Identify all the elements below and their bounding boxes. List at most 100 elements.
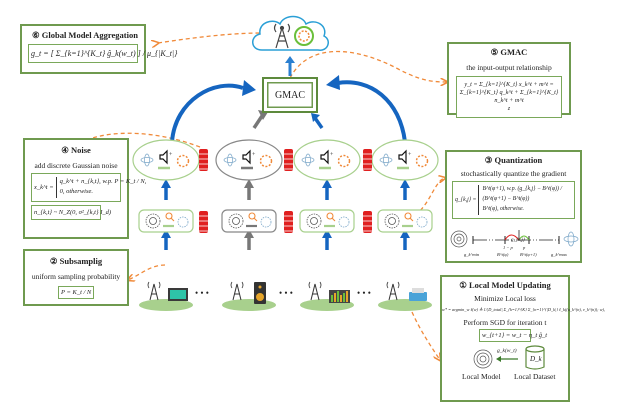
local-model-icon <box>473 349 493 369</box>
quantization-box <box>299 209 355 233</box>
speaker-icon <box>398 149 407 165</box>
ellipsis-1: • • • <box>195 288 209 298</box>
ground-platform <box>378 299 432 311</box>
local-loss-formula: w* = argmin_w ℓ(w) ≜ 1/|D_total| Σ_{k=1}… <box>442 307 606 312</box>
atom-icon <box>416 216 428 228</box>
gmac-formula: y_t = Σ_{k=1}^{K_t} x_k^t + m^t = Σ_{k=1… <box>456 76 562 119</box>
quantization-number-line <box>450 229 579 247</box>
dashed-link-noise <box>77 132 201 148</box>
hexagon-dots-icon <box>259 154 273 168</box>
axis-label-b-phi: B^t(φ) <box>497 252 509 257</box>
ellipsis-2: • • • <box>279 288 293 298</box>
quantization-formula: q_{k,j} = B^t(φ+1), w.p. (g_{k,j} − B^t(… <box>452 181 575 219</box>
noise-subtitle: add discrete Gaussian noise <box>34 161 118 170</box>
speaker-icon <box>320 149 329 165</box>
sgd-label: Perform SGD for iteration t <box>463 318 547 327</box>
quant-prob-right: p <box>523 245 526 250</box>
gmac-server: GMAC <box>262 77 318 113</box>
atom-icon <box>223 157 237 163</box>
noise-distribution: n_{k,t} ~ N_Z(0, σ²_{k,t} I_d) <box>31 204 111 220</box>
gmac-box-title: ⑤ GMAC <box>490 47 528 57</box>
dashed-link-subsampling <box>128 264 166 280</box>
gmac-label: GMAC <box>274 89 305 101</box>
quant-point-label: g_{k,j} <box>511 238 525 243</box>
local-update-title: ① Local Model Updating <box>459 280 551 290</box>
axis-label-gmax: g_k^max <box>551 252 567 257</box>
hexagon-dots-icon <box>415 154 429 168</box>
neural-net-icon <box>384 213 400 229</box>
noise-title: ④ Noise <box>61 145 91 155</box>
noise-formula: x_k^t = q_k^t + n_{k,t}, w.p. P = K_t / … <box>31 173 146 202</box>
dataset-symbol: D_k <box>530 355 542 363</box>
atom-icon <box>338 216 350 228</box>
global-aggregation-formula: g_t = [ Σ_{k=1}^{K_t} ĝ_k(w_t) ] / μ_{|K… <box>28 44 177 63</box>
vertical-arrows <box>161 179 410 250</box>
box-noise: ④ Noise add discrete Gaussian noise x_k^… <box>23 138 146 239</box>
gray-arrow-to-gmac <box>252 115 264 129</box>
svg-text:+: + <box>252 152 256 158</box>
base-station-icon <box>149 283 159 301</box>
base-station-icon <box>273 23 291 49</box>
firewall-icon <box>363 211 372 233</box>
firewall-icon <box>363 149 372 171</box>
svg-text:+: + <box>408 152 412 158</box>
local-update-subtitle: Minimize Local loss <box>474 294 536 303</box>
neural-net-icon <box>228 213 244 229</box>
local-model-section: g_k(w_t) D_k Local Model Local Dataset <box>442 344 568 384</box>
axis-label-b-phi-plus: B^t(φ+1) <box>520 252 537 257</box>
quantization-box <box>377 209 433 233</box>
magnifier-icon <box>165 212 173 220</box>
box-global-aggregation: ⑥ Global Model Aggregation g_t = [ Σ_{k=… <box>20 24 177 74</box>
neural-net-icon <box>450 230 468 247</box>
magnifier-icon <box>326 212 334 220</box>
aggregation-cycle-icon <box>294 26 314 46</box>
curve-arrow-right <box>337 80 407 143</box>
box-local-update: ① Local Model Updating Minimize Local lo… <box>440 275 606 402</box>
local-model-label: Local Model <box>462 372 501 381</box>
dashed-link-gmac <box>289 50 447 83</box>
cloud-icon <box>252 15 329 51</box>
ellipsis-3: • • • <box>357 288 371 298</box>
curve-arrow-left-head <box>242 80 256 96</box>
dashed-link-quantization <box>414 178 445 216</box>
firewall-icon <box>199 149 208 171</box>
gmac-box-subtitle: the input-output relationship <box>466 63 552 72</box>
hexagon-dots-icon <box>337 154 351 168</box>
box-gmac: ⑤ GMAC the input-output relationship y_t… <box>447 42 571 119</box>
subsampling-subtitle: uniform sampling probability <box>31 272 121 281</box>
firewall-icon <box>199 211 208 233</box>
gradient-arrow <box>496 356 518 362</box>
hexagon-dots-icon <box>176 154 190 168</box>
quantization-box <box>221 209 277 233</box>
atom-icon <box>379 157 393 163</box>
gradient-label: g_k(w_t) <box>497 348 517 354</box>
box-quantization: ③ Quantization stochastically quantize t… <box>445 150 582 263</box>
neural-net-icon <box>145 213 161 229</box>
svg-text:+: + <box>330 152 334 158</box>
noise-ellipse <box>293 139 361 181</box>
atom-icon <box>260 216 272 228</box>
subsampling-formula: P = K_t / N <box>58 286 94 299</box>
subsampling-title: ② Subsamplig <box>49 256 103 266</box>
quantization-title: ③ Quantization <box>484 155 543 165</box>
cloud-server <box>252 15 329 51</box>
base-station-icon <box>388 283 398 301</box>
magnifier-icon <box>404 212 412 220</box>
local-dataset-label: Local Dataset <box>514 372 556 381</box>
noise-ellipse <box>215 139 283 181</box>
neural-net-icon <box>306 213 322 229</box>
printer-icon <box>409 292 427 301</box>
speaker-icon <box>242 149 251 165</box>
quantization-subtitle: stochastically quantize the gradient <box>460 169 567 178</box>
underbrace-label: z <box>507 105 511 113</box>
axis-label-gmin: g_k^min <box>464 252 480 257</box>
atom-icon <box>301 157 315 163</box>
svg-text:+: + <box>169 152 173 158</box>
base-station-icon <box>232 283 242 301</box>
curve-arrow-right-head <box>326 75 340 90</box>
firewall-icon <box>284 211 293 233</box>
base-station-icon <box>310 283 320 301</box>
global-aggregation-title: ⑥ Global Model Aggregation <box>32 30 138 40</box>
